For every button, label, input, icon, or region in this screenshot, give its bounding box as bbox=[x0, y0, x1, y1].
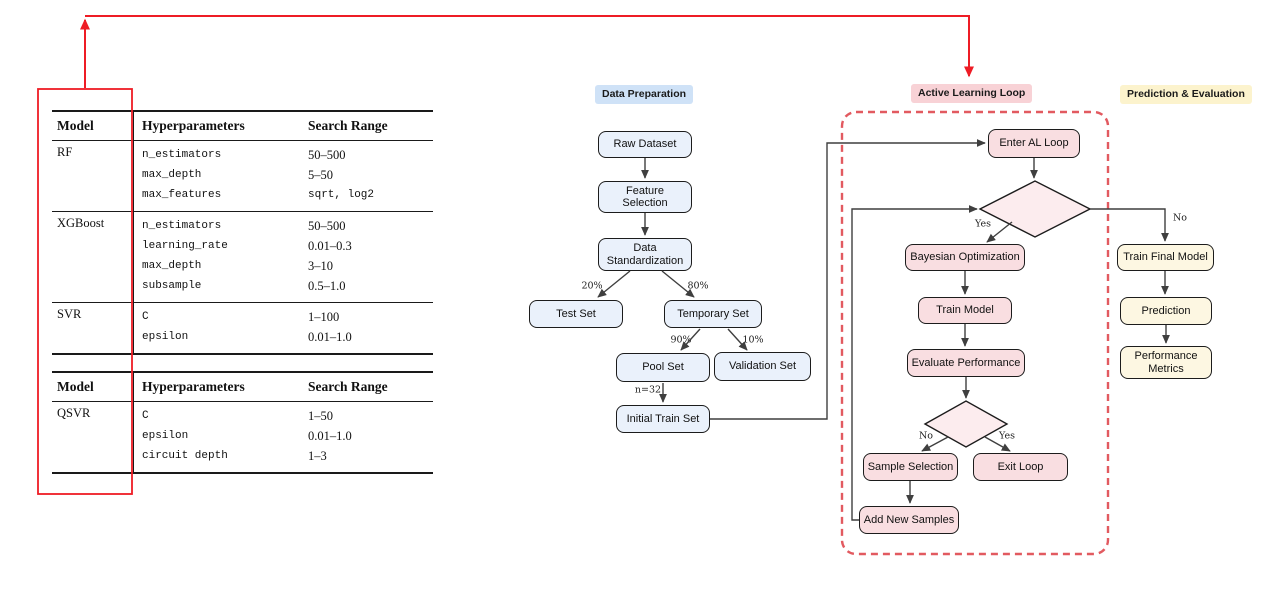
table-row: circuit depth 1–3 bbox=[134, 446, 433, 466]
hyperparameter-name: max_depth bbox=[142, 260, 202, 272]
edge-label-early-no: No bbox=[918, 430, 934, 442]
search-range-value: 1–3 bbox=[308, 448, 327, 463]
section-label-prediction-evaluation: Prediction & Evaluation bbox=[1120, 85, 1252, 104]
parameter-rows: n_estimators 50–500 max_depth 5–50 max_featu… bbox=[134, 141, 433, 211]
hyperparameter-name: subsample bbox=[142, 280, 202, 292]
node-loop-condition: Loop Condition? bbox=[996, 203, 1074, 215]
search-range-value: 1–50 bbox=[308, 408, 333, 423]
parameter-rows: C 1–100 epsilon 0.01–1.0 bbox=[134, 303, 433, 353]
node-performance-metrics: Performance Metrics bbox=[1120, 346, 1212, 379]
edge-label-loop-no: No bbox=[1172, 212, 1188, 224]
model-name: RF bbox=[52, 141, 134, 211]
parameter-rows: n_estimators 50–500 learning_rate 0.01–0.3 m… bbox=[134, 212, 433, 302]
search-range-value: sqrt, log2 bbox=[308, 189, 375, 201]
node-validation-set: Validation Set bbox=[714, 352, 811, 381]
node-evaluate-performance: Evaluate Performance bbox=[907, 349, 1025, 377]
node-exit-loop: Exit Loop bbox=[973, 453, 1068, 481]
edge-label-90pct: 90% bbox=[670, 334, 692, 346]
node-add-new-samples: Add New Samples bbox=[859, 506, 959, 534]
edge-label-80pct: 80% bbox=[687, 280, 709, 292]
model-group-row: SVR C 1–100 epsilon 0.01–1.0 bbox=[52, 303, 433, 353]
node-early-stop: Early Stop? bbox=[938, 418, 994, 430]
search-range-value: 50–500 bbox=[308, 218, 346, 233]
column-header: Search Range bbox=[308, 379, 388, 394]
section-label-data-preparation: Data Preparation bbox=[595, 85, 694, 104]
table-header-row: Model Hyperparameters Search Range bbox=[52, 112, 433, 141]
model-name: SVR bbox=[52, 303, 134, 353]
model-name: QSVR bbox=[52, 402, 134, 472]
search-range-value: 1–100 bbox=[308, 309, 340, 324]
model-name: XGBoost bbox=[52, 212, 134, 302]
hyperparameter-name: circuit depth bbox=[142, 450, 228, 462]
edge-label-loop-yes: Yes bbox=[975, 218, 991, 230]
hyperparameter-name: epsilon bbox=[142, 331, 189, 343]
table-row: subsample 0.5–1.0 bbox=[134, 276, 433, 296]
table-header-row: Model Hyperparameters Search Range bbox=[52, 373, 433, 402]
search-range-value: 5–50 bbox=[308, 167, 333, 182]
node-enter-al-loop: Enter AL Loop bbox=[988, 129, 1080, 158]
table-row: n_estimators 50–500 bbox=[134, 216, 433, 236]
node-feature-selection: Feature Selection bbox=[598, 181, 692, 213]
edge-label-early-yes: Yes bbox=[999, 430, 1015, 442]
model-group-row: QSVR C 1–50 epsilon 0.01–1.0 circuit depth 1–3 bbox=[52, 402, 433, 472]
parameter-rows: C 1–50 epsilon 0.01–1.0 circuit depth 1–3 bbox=[134, 402, 433, 472]
node-bayesian-optimization: Bayesian Optimization bbox=[905, 244, 1025, 271]
edge-label-10pct: 10% bbox=[742, 334, 764, 346]
table-row: epsilon 0.01–1.0 bbox=[134, 426, 433, 446]
node-train-final-model: Train Final Model bbox=[1117, 244, 1214, 271]
hyperparameter-name: max_features bbox=[142, 189, 222, 201]
search-range-value: 0.01–0.3 bbox=[308, 238, 352, 253]
edge-label-20pct: 20% bbox=[581, 280, 603, 292]
search-range-value: 50–500 bbox=[308, 147, 346, 162]
node-pool-set: Pool Set bbox=[616, 353, 710, 382]
hyperparameter-name: C bbox=[142, 311, 149, 323]
node-raw-dataset: Raw Dataset bbox=[598, 131, 692, 158]
table-row: C 1–100 bbox=[134, 307, 433, 327]
table-row: n_estimators 50–500 bbox=[134, 145, 433, 165]
search-range-value: 0.5–1.0 bbox=[308, 278, 346, 293]
column-header: Hyperparameters bbox=[142, 118, 245, 133]
table-row: max_depth 3–10 bbox=[134, 256, 433, 276]
hyperparameter-name: learning_rate bbox=[142, 240, 228, 252]
hyperparameter-name: max_depth bbox=[142, 169, 202, 181]
table-row: epsilon 0.01–1.0 bbox=[134, 327, 433, 347]
search-range-value: 3–10 bbox=[308, 258, 333, 273]
hyperparameter-name: n_estimators bbox=[142, 220, 222, 232]
table-row: C 1–50 bbox=[134, 406, 433, 426]
column-header: Hyperparameters bbox=[142, 379, 245, 394]
node-temporary-set: Temporary Set bbox=[664, 300, 762, 328]
red-arrow-to-al-loop bbox=[85, 15, 975, 78]
node-prediction: Prediction bbox=[1120, 297, 1212, 325]
table-row: max_features sqrt, log2 bbox=[134, 185, 433, 205]
hyperparameter-name: n_estimators bbox=[142, 149, 222, 161]
column-header: Model bbox=[52, 112, 134, 140]
edge-label-n32: n=32 bbox=[634, 384, 662, 396]
column-header: Search Range bbox=[308, 118, 388, 133]
table-row: learning_rate 0.01–0.3 bbox=[134, 236, 433, 256]
model-group-row: XGBoost n_estimators 50–500 learning_rate 0.… bbox=[52, 212, 433, 303]
node-test-set: Test Set bbox=[529, 300, 623, 328]
node-sample-selection: Sample Selection bbox=[863, 453, 958, 481]
al-loop-boundary bbox=[840, 110, 1110, 556]
node-initial-train-set: Initial Train Set bbox=[616, 405, 710, 433]
search-range-value: 0.01–1.0 bbox=[308, 428, 352, 443]
table-row: max_depth 5–50 bbox=[134, 165, 433, 185]
node-train-model: Train Model bbox=[918, 297, 1012, 324]
hyperparameter-name: C bbox=[142, 410, 149, 422]
section-label-active-learning-loop: Active Learning Loop bbox=[911, 84, 1033, 103]
node-data-standardization: Data Standardization bbox=[598, 238, 692, 271]
model-group-row: RF n_estimators 50–500 max_depth 5–50 max_fea… bbox=[52, 141, 433, 212]
column-header: Model bbox=[52, 373, 134, 401]
search-range-value: 0.01–1.0 bbox=[308, 329, 352, 344]
hyperparameter-name: epsilon bbox=[142, 430, 189, 442]
